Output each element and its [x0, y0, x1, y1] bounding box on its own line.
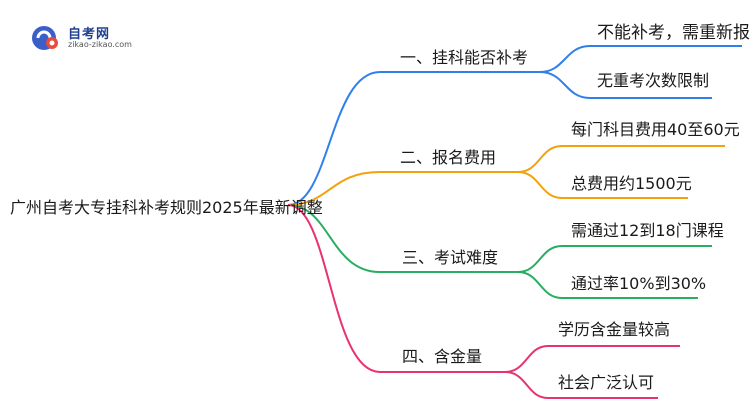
connector-branch-2 — [287, 171, 518, 206]
connector-leaf-8 — [504, 371, 658, 399]
branch-2-label: 二、报名费用 — [400, 148, 497, 167]
connector-leaf-1 — [539, 45, 742, 73]
logo-mark-icon — [32, 26, 58, 50]
connector-leaf-5 — [517, 245, 712, 273]
connector-leaf-7 — [504, 345, 680, 373]
leaf-6-label: 通过率10%到30% — [571, 274, 707, 293]
site-logo[interactable]: 自考网 zikao-zikao.com — [30, 20, 140, 54]
connector-leaf-2 — [539, 71, 712, 99]
leaf-5-label: 需通过12到18门课程 — [571, 221, 724, 240]
branch-4-label: 四、含金量 — [402, 347, 483, 366]
logo-title: 自考网 — [68, 27, 111, 42]
connector-leaf-4 — [517, 171, 688, 199]
connector-leaf-3 — [517, 145, 725, 173]
connector-branch-3 — [287, 204, 518, 273]
logo-subtitle: zikao-zikao.com — [68, 40, 132, 49]
leaf-7-label: 学历含金量较高 — [558, 320, 671, 339]
branch-1-label: 一、挂科能否补考 — [400, 48, 529, 67]
connector-leaf-6 — [517, 271, 698, 299]
leaf-4-label: 总费用约1500元 — [571, 174, 692, 193]
connector-branch-4 — [287, 204, 505, 373]
leaf-3-label: 每门科目费用40至60元 — [571, 120, 740, 139]
leaf-2-label: 无重考次数限制 — [597, 71, 710, 90]
mindmap-root: 广州自考大专挂科补考规则2025年最新调整 — [10, 198, 323, 217]
connector-branch-1 — [287, 71, 540, 206]
leaf-8-label: 社会广泛认可 — [558, 373, 655, 392]
branch-3-label: 三、考试难度 — [402, 248, 499, 267]
leaf-1-label: 不能补考，需重新报名 — [597, 23, 750, 43]
